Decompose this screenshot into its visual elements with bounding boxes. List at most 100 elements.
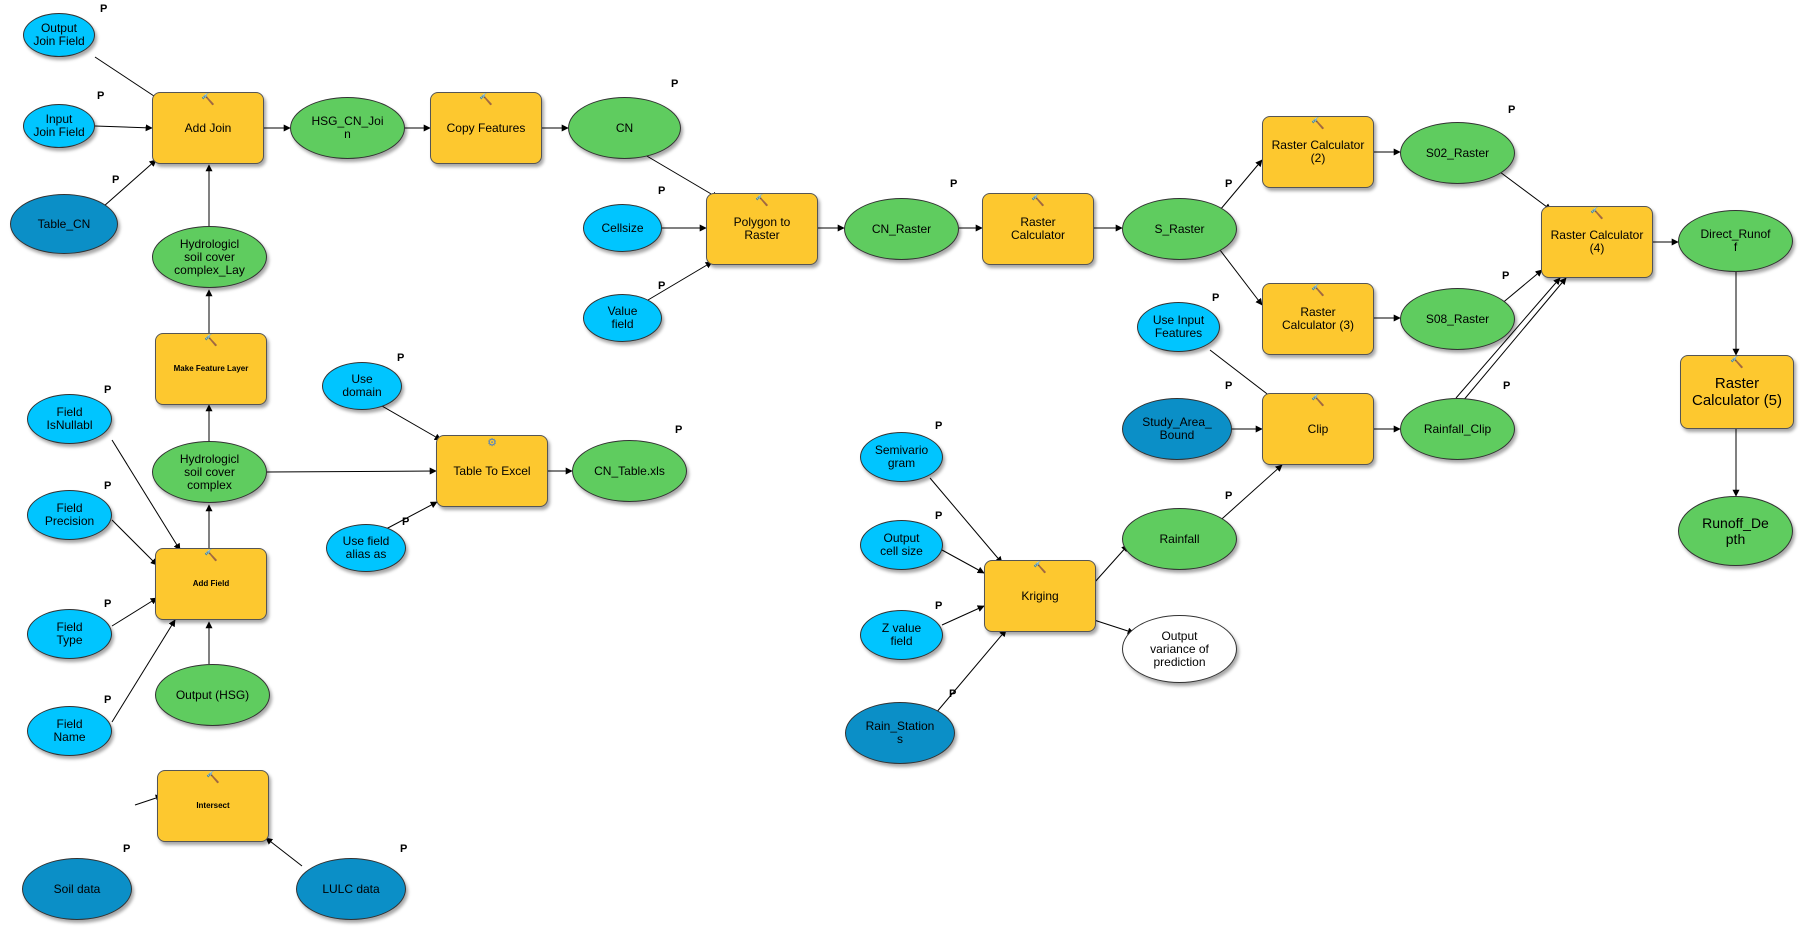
raster-calculator-3-tool[interactable]: 🔨Raster Calculator (3): [1262, 283, 1374, 355]
cn-label: CN: [615, 120, 634, 135]
intersect-tool[interactable]: 🔨Intersect: [157, 770, 269, 842]
polygon-to-raster-tool[interactable]: 🔨 Polygon to Raster: [706, 193, 818, 265]
field-precision-node[interactable]: Field Precision: [27, 490, 112, 540]
s-raster-node[interactable]: S_Raster: [1122, 198, 1237, 260]
add-field-tool[interactable]: 🔨Add Field: [155, 548, 267, 620]
connector-arrow: [94, 56, 161, 101]
input-join-field-node[interactable]: Input Join Field: [23, 104, 95, 148]
hammer-icon: 🔨: [204, 550, 218, 562]
hsg-cn-join-label: HSG_CN_Joi n: [311, 114, 384, 141]
connector-arrow: [941, 549, 985, 574]
runoff-depth-node[interactable]: Runoff_De pth: [1678, 496, 1793, 566]
study-area-bound-label: Study_Area_ Bound: [1142, 415, 1212, 442]
table-to-excel-label: Table To Excel: [453, 463, 531, 478]
hsc-label: Hydrologicl soil cover complex: [179, 451, 240, 492]
hammer-icon: 🔨: [201, 94, 215, 106]
lulc-data-node[interactable]: LULC data: [296, 858, 406, 920]
copy-features-tool[interactable]: 🔨Copy Features: [430, 92, 542, 164]
raster-calculator-5-tool[interactable]: 🔨 Raster Calculator (5): [1680, 355, 1794, 429]
clip-label: Clip: [1307, 421, 1329, 436]
raster-calculator-2-tool[interactable]: 🔨Raster Calculator (2): [1262, 116, 1374, 188]
value-field-node[interactable]: Value field: [583, 294, 662, 342]
s02-raster-node[interactable]: S02_Raster: [1400, 122, 1515, 184]
table-to-excel-tool[interactable]: ⚙Table To Excel: [436, 435, 548, 507]
field-isnullable-label: Field IsNullabl: [46, 405, 93, 432]
rain-stations-label: Rain_Station s: [865, 719, 935, 746]
param-marker: P: [100, 3, 108, 15]
hammer-icon: 🔨: [1730, 357, 1744, 369]
table-cn-label: Table_CN: [37, 216, 91, 231]
param-marker: P: [935, 600, 943, 612]
raster-calculator-2-label: Raster Calculator (2): [1271, 138, 1365, 165]
field-name-label: Field Name: [53, 717, 86, 744]
rainfall-node[interactable]: Rainfall: [1122, 508, 1237, 570]
raster-calculator-4-tool[interactable]: 🔨Raster Calculator (4): [1541, 206, 1653, 278]
use-domain-label: Use domain: [342, 372, 382, 399]
add-join-tool[interactable]: 🔨 Add Join: [152, 92, 264, 164]
intersect-label: Intersect: [196, 801, 230, 810]
hsg-cn-join-node[interactable]: HSG_CN_Joi n: [290, 97, 405, 159]
param-marker: P: [104, 598, 112, 610]
raster-calculator-4-label: Raster Calculator (4): [1550, 228, 1644, 255]
field-type-node[interactable]: Field Type: [27, 609, 112, 659]
kriging-tool[interactable]: 🔨Kriging: [984, 560, 1096, 632]
semivariogram-label: Semivario gram: [874, 443, 929, 470]
make-feature-layer-tool[interactable]: 🔨Make Feature Layer: [155, 333, 267, 405]
hammer-icon: 🔨: [755, 195, 769, 207]
clip-tool[interactable]: 🔨 Clip: [1262, 393, 1374, 465]
output-cell-size-node[interactable]: Output cell size: [860, 520, 943, 570]
param-marker: P: [402, 516, 410, 528]
output-hsg-label: Output (HSG): [175, 687, 250, 702]
cn-raster-label: CN_Raster: [871, 221, 932, 236]
param-marker: P: [675, 424, 683, 436]
use-domain-node[interactable]: Use domain: [322, 362, 402, 410]
copy-features-label: Copy Features: [446, 120, 526, 135]
s08-raster-node[interactable]: S08_Raster: [1400, 288, 1515, 350]
field-name-node[interactable]: Field Name: [27, 706, 112, 756]
param-marker: P: [658, 185, 666, 197]
connector-arrow: [1499, 171, 1552, 211]
cn-raster-node[interactable]: CN_Raster: [844, 198, 959, 260]
raster-calculator-tool[interactable]: 🔨Raster Calculator: [982, 193, 1094, 265]
output-variance-node[interactable]: Output variance of prediction: [1122, 615, 1237, 683]
z-value-field-node[interactable]: Z value field: [860, 610, 943, 660]
use-field-alias-node[interactable]: Use field alias as: [326, 524, 406, 572]
soil-data-node[interactable]: Soil data: [22, 858, 132, 920]
study-area-bound-node[interactable]: Study_Area_ Bound: [1122, 398, 1232, 460]
use-input-features-node[interactable]: Use Input Features: [1137, 302, 1220, 352]
rain-stations-node[interactable]: Rain_Station s: [845, 702, 955, 764]
cn-table-node[interactable]: CN_Table.xls: [572, 440, 687, 502]
semivariogram-node[interactable]: Semivario gram: [860, 432, 943, 482]
table-cn-node[interactable]: Table_CN: [10, 194, 118, 254]
field-type-label: Field Type: [56, 620, 83, 647]
output-hsg-node[interactable]: Output (HSG): [155, 664, 270, 726]
soil-data-label: Soil data: [53, 881, 101, 896]
raster-calculator-5-label: Raster Calculator (5): [1691, 375, 1783, 409]
connector-arrow: [929, 629, 1007, 721]
hsc-lay-node[interactable]: Hydrologicl soil cover complex_Lay: [152, 226, 267, 288]
param-marker: P: [1502, 270, 1510, 282]
field-isnullable-node[interactable]: Field IsNullabl: [27, 394, 112, 444]
param-marker: P: [397, 352, 405, 364]
make-feature-layer-label: Make Feature Layer: [173, 364, 249, 373]
cellsize-node[interactable]: Cellsize: [583, 204, 662, 252]
rainfall-clip-node[interactable]: Rainfall_Clip: [1400, 398, 1515, 460]
output-join-field-node[interactable]: Output Join Field: [23, 13, 95, 57]
cn-node[interactable]: CN: [568, 97, 681, 159]
add-join-label: Add Join: [184, 120, 232, 135]
field-precision-label: Field Precision: [44, 501, 95, 528]
param-marker: P: [950, 178, 958, 190]
connector-arrow: [1219, 249, 1263, 306]
kriging-label: Kriging: [1021, 588, 1059, 603]
param-marker: P: [1225, 178, 1233, 190]
hammer-icon: 🔨: [1311, 395, 1325, 407]
param-marker: P: [1503, 380, 1511, 392]
param-marker: P: [104, 384, 112, 396]
hammer-icon: 🔨: [1311, 285, 1325, 297]
hsc-node[interactable]: Hydrologicl soil cover complex: [152, 441, 267, 503]
connector-arrow: [941, 605, 985, 626]
rainfall-clip-label: Rainfall_Clip: [1423, 421, 1492, 436]
direct-runoff-node[interactable]: Direct_Runof f: [1678, 210, 1793, 272]
polygon-to-raster-label: Polygon to Raster: [733, 215, 791, 242]
